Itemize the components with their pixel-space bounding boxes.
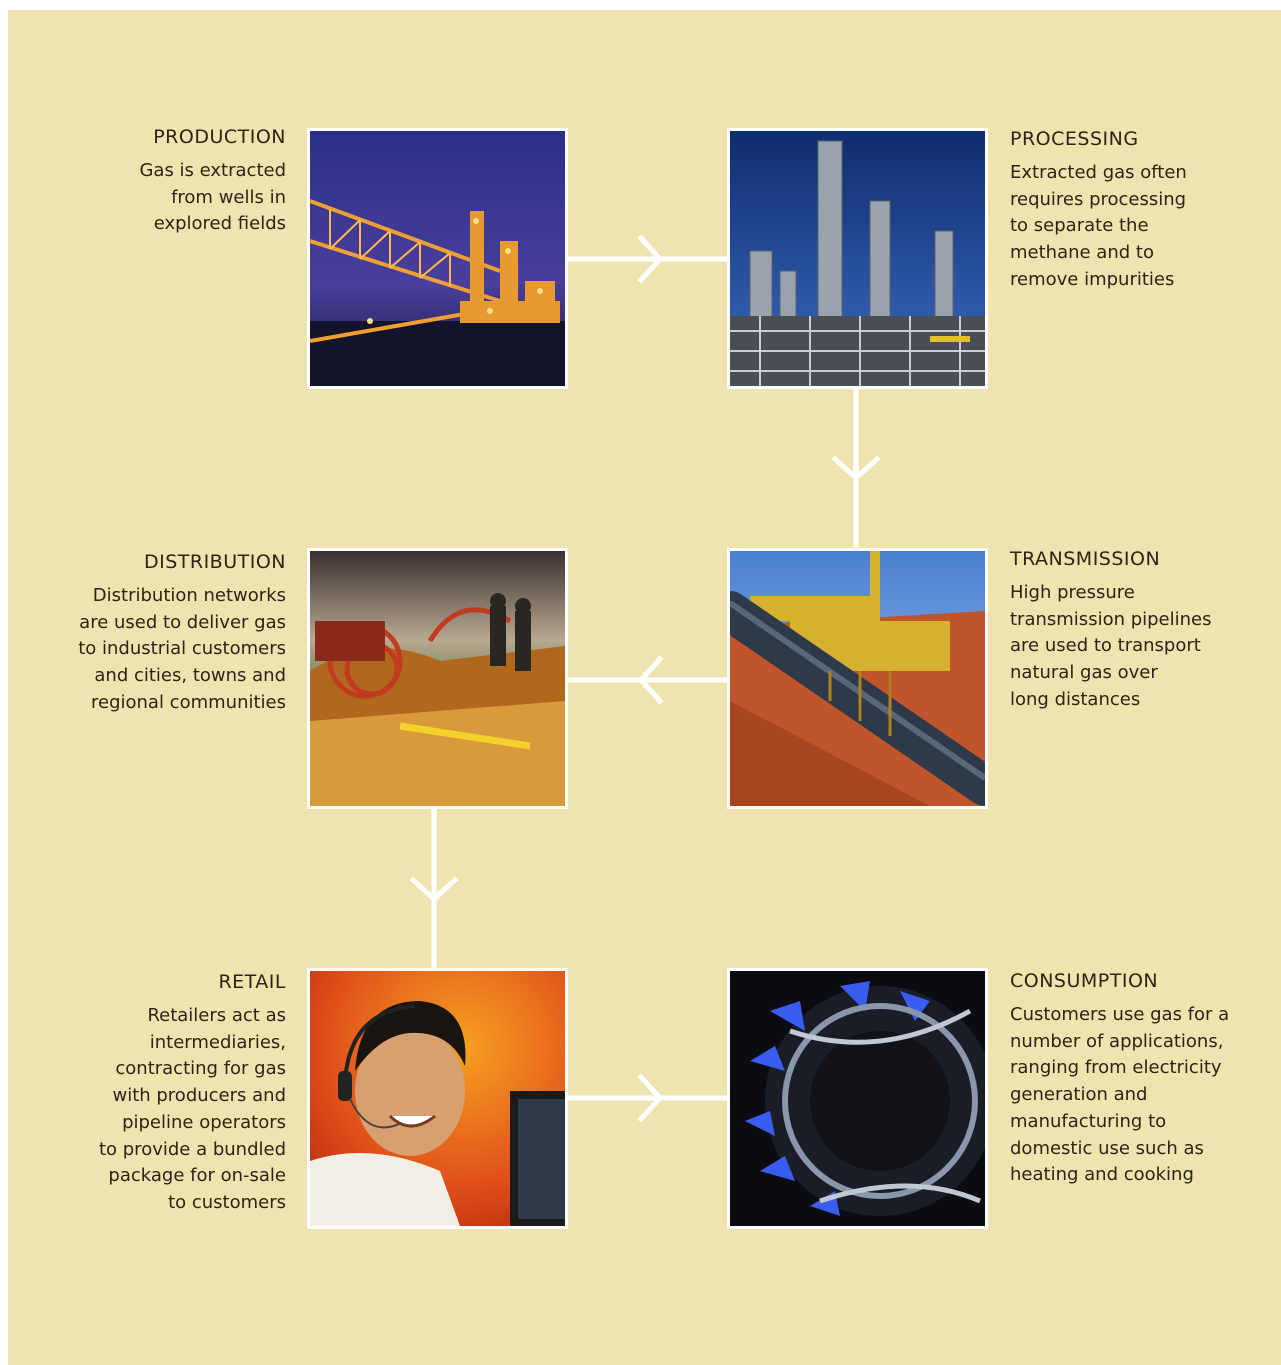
stage-production-text: PRODUCTION Gas is extracted from wells i… [40, 126, 286, 238]
gas-burner-flame-photo [727, 968, 988, 1229]
gas-processing-plant-photo [727, 128, 988, 389]
stage-title: PROCESSING [1010, 128, 1139, 150]
stage-description: Customers use gas for a number of applic… [1010, 1004, 1230, 1186]
pipeline-laying-photo [727, 548, 988, 809]
offshore-gas-platform-photo [307, 128, 568, 389]
stage-title: DISTRIBUTION [143, 551, 286, 573]
stage-retail-text: RETAIL Retailers act as intermediaries, … [40, 971, 286, 1217]
stage-title: RETAIL [218, 971, 286, 993]
stage-transmission-text: TRANSMISSION High pressure transmission … [1010, 548, 1270, 714]
stage-title: CONSUMPTION [1010, 970, 1159, 992]
stage-description: High pressure transmission pipelines are… [1010, 582, 1212, 710]
stage-consumption-text: CONSUMPTION Customers use gas for a numb… [1010, 970, 1272, 1189]
stage-description: Gas is extracted from wells in explored … [139, 160, 286, 235]
stage-distribution-text: DISTRIBUTION Distribution networks are u… [30, 551, 286, 717]
stage-description: Distribution networks are used to delive… [78, 585, 286, 713]
stage-description: Extracted gas often requires processing … [1010, 162, 1187, 290]
call-centre-operator-photo [307, 968, 568, 1229]
stage-description: Retailers act as intermediaries, contrac… [98, 1005, 286, 1213]
stage-processing-text: PROCESSING Extracted gas often requires … [1010, 128, 1270, 294]
stage-title: TRANSMISSION [1010, 548, 1161, 570]
stage-title: PRODUCTION [153, 126, 286, 148]
distribution-pipe-workers-photo [307, 548, 568, 809]
